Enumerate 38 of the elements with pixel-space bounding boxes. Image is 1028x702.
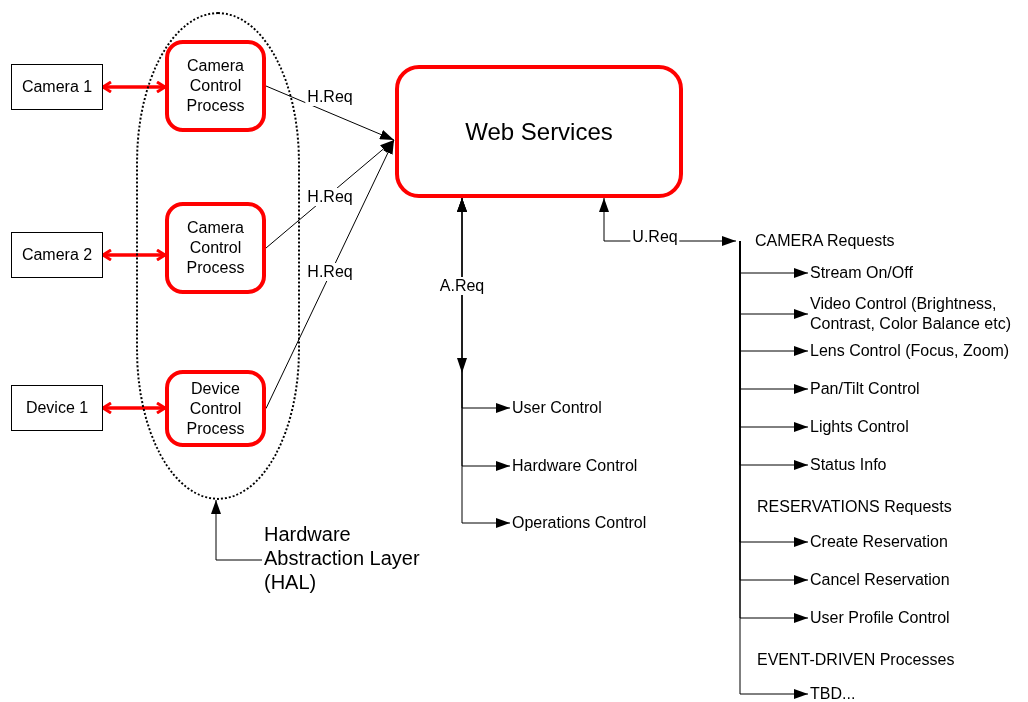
edge-label: U.Req: [630, 228, 680, 246]
edge-label: A.Req: [437, 277, 487, 295]
arrow: [101, 80, 167, 94]
callout-text: Hardware Abstraction Layer (HAL): [264, 522, 436, 596]
dotted-group-outline: [136, 12, 300, 500]
list-item: Cancel Reservation: [810, 569, 1010, 591]
group-heading: RESERVATIONS Requests: [757, 498, 952, 516]
list-item: User Profile Control: [810, 607, 1010, 629]
leader-line: [211, 499, 263, 561]
process-box: Camera Control Process: [165, 202, 266, 294]
list-item: Lens Control (Focus, Zoom): [810, 340, 1027, 362]
list-item: Stream On/Off: [810, 262, 1010, 284]
list-item: Hardware Control: [512, 455, 672, 477]
list-item: Status Info: [810, 454, 1010, 476]
arrow: [101, 248, 167, 262]
list-item: Pan/Tilt Control: [810, 378, 1010, 400]
service-box: Web Services: [395, 65, 683, 198]
edge-label: H.Req: [305, 188, 355, 206]
list-item: User Control: [512, 397, 672, 419]
edge-label: H.Req: [305, 88, 355, 106]
list-item: TBD...: [810, 683, 1010, 702]
device-box: Camera 1: [11, 64, 103, 110]
device-box: Device 1: [11, 385, 103, 431]
arrow: [265, 139, 395, 409]
arrow: [265, 85, 395, 141]
edge-label: H.Req: [305, 263, 355, 281]
device-box: Camera 2: [11, 232, 103, 278]
group-heading: CAMERA Requests: [740, 229, 940, 253]
list-item: Video Control (Brightness, Contrast, Color Balance etc): [810, 292, 1027, 336]
list-item: Lights Control: [810, 416, 1010, 438]
list-item: Create Reservation: [810, 531, 1010, 553]
arrow: [101, 401, 167, 415]
list-item: Operations Control: [512, 512, 682, 534]
process-box: Camera Control Process: [165, 40, 266, 132]
arrow: [739, 240, 809, 699]
process-box: Device Control Process: [165, 370, 266, 447]
group-heading: EVENT-DRIVEN Processes: [757, 651, 955, 669]
arrow: [457, 197, 511, 528]
